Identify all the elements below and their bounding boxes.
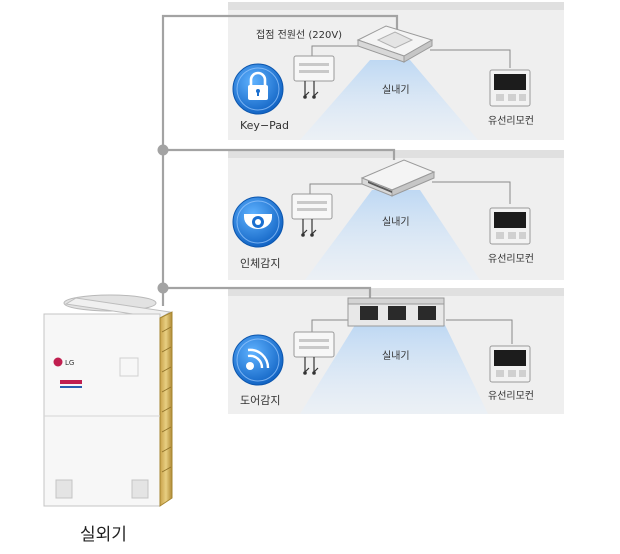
sensor-keypad [232, 63, 284, 115]
wired-remote-1 [489, 69, 531, 107]
control-wiring [309, 45, 513, 344]
sensor-motion [232, 196, 284, 248]
brand-badge: LG [53, 357, 74, 367]
airflow-cone-1 [300, 60, 478, 140]
lock-icon [248, 71, 268, 100]
indoor-unit-cassette-1way [360, 159, 436, 197]
sensor-door [232, 334, 284, 386]
indoor-label-2: 실내기 [382, 216, 410, 228]
remote-label-3: 유선리모컨 [488, 390, 534, 402]
remote-label-2: 유선리모컨 [488, 253, 534, 265]
wired-remote-2 [489, 207, 531, 245]
branch-junction-2 [157, 282, 169, 294]
remote-label-1: 유선리모컨 [488, 115, 534, 127]
sensor-label-keypad: Key−Pad [240, 119, 289, 132]
indoor-unit-ducted [347, 297, 445, 327]
refrigerant-lines [161, 14, 399, 306]
airflow-cone-3 [300, 325, 488, 414]
wired-remote-3 [489, 345, 531, 383]
sensor-label-motion: 인체감지 [240, 257, 280, 270]
motion-sensor-icon [244, 214, 272, 229]
contact-module-2 [291, 193, 333, 237]
outdoor-unit-label: 실외기 [80, 525, 127, 545]
indoor-label-3: 실내기 [382, 350, 410, 362]
contact-module-1 [293, 55, 335, 99]
outdoor-unit [43, 294, 173, 507]
indoor-unit-cassette-4way [356, 25, 434, 63]
indoor-label-1: 실내기 [382, 84, 410, 96]
contact-module-3 [293, 331, 335, 375]
branch-junction-1 [157, 144, 169, 156]
wiring-label: 접점 전원선 (220V) [256, 29, 342, 41]
door-sensor-icon [246, 348, 270, 370]
sensor-label-door: 도어감지 [240, 394, 280, 407]
airflow-cone-2 [305, 190, 480, 280]
svg-text:LG: LG [65, 359, 74, 367]
